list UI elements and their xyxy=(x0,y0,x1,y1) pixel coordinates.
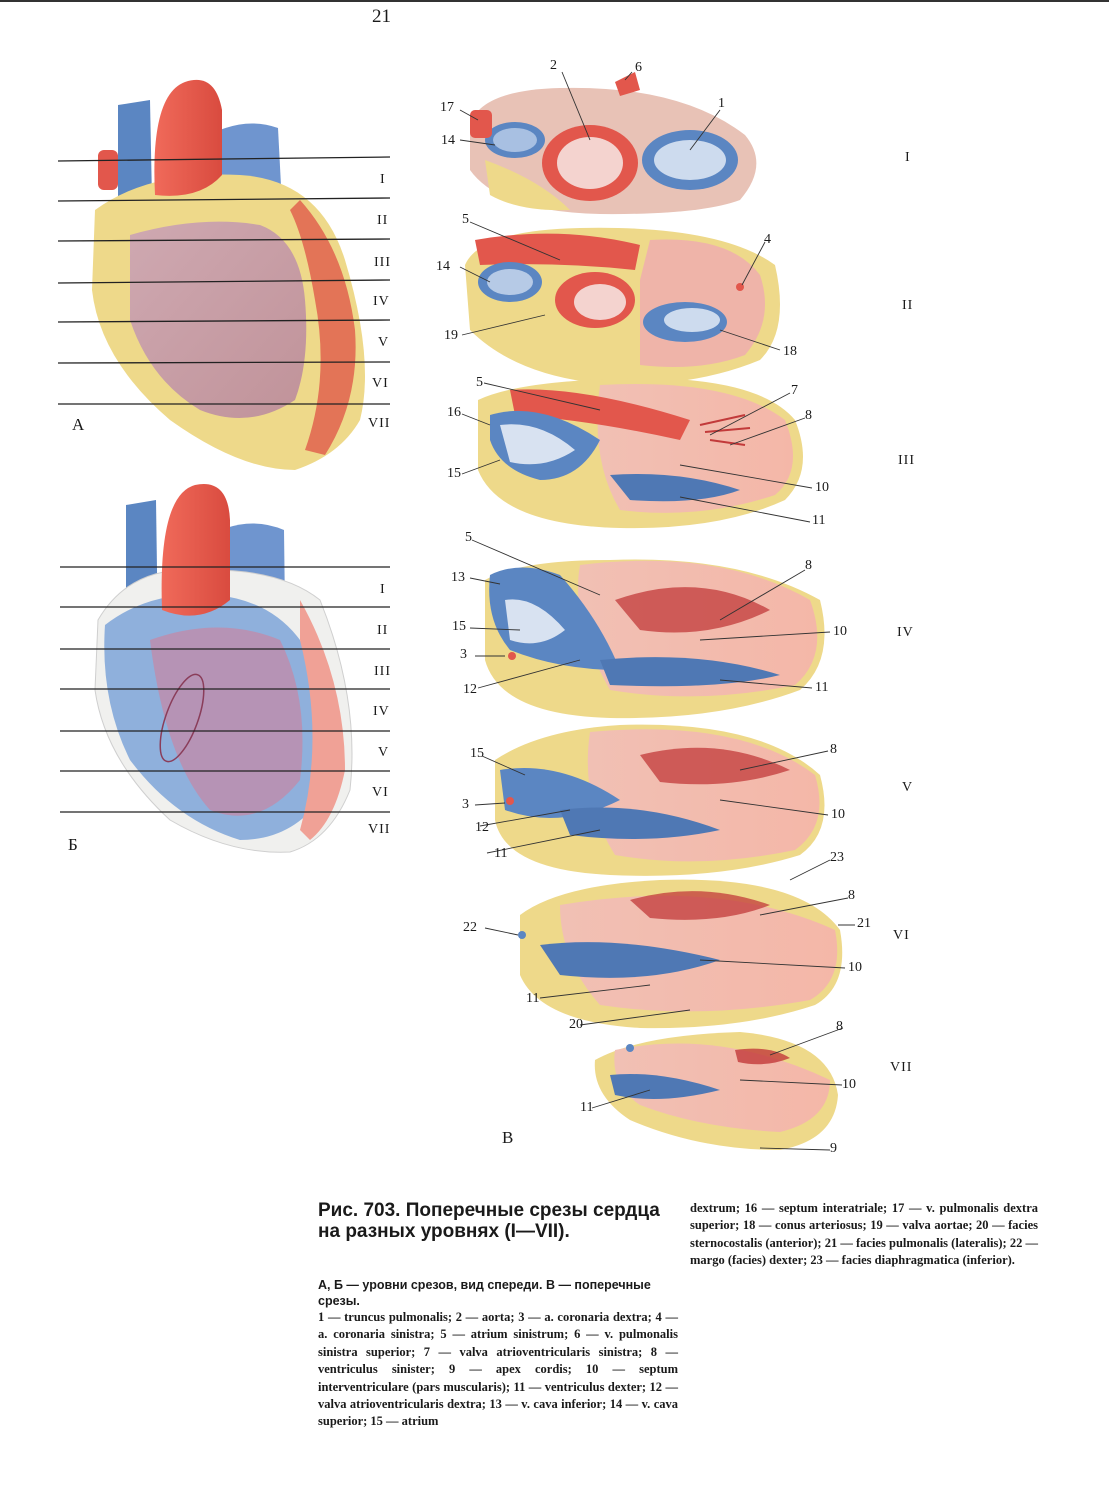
callout-number: 12 xyxy=(475,820,489,835)
callout-number: 8 xyxy=(836,1019,843,1034)
callout-number: 9 xyxy=(830,1141,837,1156)
callout-number: 11 xyxy=(494,846,508,861)
slice-6 xyxy=(518,879,843,1029)
slice-level-label-7: VII xyxy=(890,1060,913,1075)
level-label-a-5: V xyxy=(378,335,390,350)
slice-2 xyxy=(465,227,780,385)
figure-caption-subtitle: А, Б — уровни срезов, вид спереди. В — п… xyxy=(318,1278,651,1308)
level-lines-b xyxy=(60,566,390,813)
level-lines-a xyxy=(57,156,391,405)
level-label-b-4: IV xyxy=(373,704,390,719)
callout-number: 18 xyxy=(783,344,797,359)
top-rule xyxy=(0,0,1109,2)
callout-number: 14 xyxy=(441,133,455,148)
heart-a-illustration xyxy=(57,79,391,470)
callout-number: 6 xyxy=(635,60,642,75)
callout-number: 22 xyxy=(463,920,477,935)
ventricle-surface-a xyxy=(130,221,307,418)
callout-number: 8 xyxy=(805,408,812,423)
callout-number: 8 xyxy=(830,742,837,757)
callout-number: 10 xyxy=(815,480,829,495)
heart-slices-c xyxy=(465,72,843,1150)
right-pulmonary-vein-a xyxy=(98,150,118,190)
callout-number: 16 xyxy=(447,405,461,420)
callout-number: 11 xyxy=(526,991,540,1006)
figure-legend-part2: dextrum; 16 — septum interatriale; 17 — … xyxy=(690,1201,1038,1268)
callout-number: 1 xyxy=(718,96,725,111)
page-number: 21 xyxy=(372,6,391,27)
callout-number: 8 xyxy=(805,558,812,573)
callout-number: 10 xyxy=(833,624,847,639)
slice-level-label-6: VI xyxy=(893,928,910,943)
aorta-a xyxy=(154,79,222,196)
callout-number: 20 xyxy=(569,1017,583,1032)
callout-number: 15 xyxy=(447,466,461,481)
callout-number: 10 xyxy=(831,807,845,822)
callout-number: 11 xyxy=(815,680,829,695)
valve-outline-b xyxy=(159,673,205,763)
slice-7 xyxy=(594,1032,838,1150)
callout-number: 10 xyxy=(842,1077,856,1092)
level-label-b-5: V xyxy=(378,745,390,760)
level-label-a-2: II xyxy=(377,213,389,228)
panel-letter-a: А xyxy=(72,415,85,434)
slice-level-label-1: I xyxy=(905,150,911,165)
slice-level-label-2: II xyxy=(902,298,914,313)
heart-b-illustration xyxy=(60,484,390,853)
left-ventricle-border-a xyxy=(290,200,356,455)
callout-number: 4 xyxy=(764,232,771,247)
callout-number: 5 xyxy=(476,375,483,390)
aorta-b xyxy=(161,484,230,616)
callout-number: 8 xyxy=(848,888,855,903)
slice-3 xyxy=(478,378,803,529)
callout-number: 17 xyxy=(440,100,454,115)
callout-number: 7 xyxy=(791,383,798,398)
callout-number: 12 xyxy=(463,682,477,697)
slice-4 xyxy=(485,559,825,719)
level-label-b-2: II xyxy=(377,623,389,638)
slice-1 xyxy=(470,72,757,215)
callout-number: 11 xyxy=(580,1100,594,1115)
callout-number: 5 xyxy=(465,530,472,545)
slice-level-label-4: IV xyxy=(897,625,914,640)
figure-legend-part1: 1 — truncus pulmonalis; 2 — aorta; 3 — a… xyxy=(318,1310,678,1429)
callout-number: 15 xyxy=(470,746,484,761)
callout-number: 2 xyxy=(550,58,557,73)
level-label-a-4: IV xyxy=(373,294,390,309)
left-chambers-b xyxy=(150,627,303,816)
panel-letter-b: Б xyxy=(68,835,78,854)
level-label-b-3: III xyxy=(374,664,391,679)
callout-number: 21 xyxy=(857,916,871,931)
callout-number: 10 xyxy=(848,960,862,975)
level-label-b-6: VI xyxy=(372,785,389,800)
leader-lines xyxy=(459,71,855,1151)
level-label-a-1: I xyxy=(380,172,386,187)
callout-number: 14 xyxy=(436,259,450,274)
callout-number: 19 xyxy=(444,328,458,343)
callout-number: 13 xyxy=(451,570,465,585)
slice-5 xyxy=(495,724,825,876)
level-label-b-1: I xyxy=(380,582,386,597)
level-label-a-6: VI xyxy=(372,376,389,391)
panel-letter-c: В xyxy=(502,1128,514,1147)
callout-number: 11 xyxy=(812,513,826,528)
figure-caption-title: Рис. 703. Поперечные срезы сердца на раз… xyxy=(318,1200,660,1242)
level-label-b-7: VII xyxy=(368,822,391,837)
callout-number: 3 xyxy=(462,797,469,812)
superior-vena-cava-a xyxy=(118,100,152,205)
level-label-a-7: VII xyxy=(368,416,391,431)
callout-number: 15 xyxy=(452,619,466,634)
level-label-a-3: III xyxy=(374,255,391,270)
left-border-b xyxy=(300,600,345,840)
slice-level-label-3: III xyxy=(898,453,915,468)
callout-number: 3 xyxy=(460,647,467,662)
callout-number: 5 xyxy=(462,212,469,227)
slice-level-label-5: V xyxy=(902,780,914,795)
callout-number: 23 xyxy=(830,850,844,865)
